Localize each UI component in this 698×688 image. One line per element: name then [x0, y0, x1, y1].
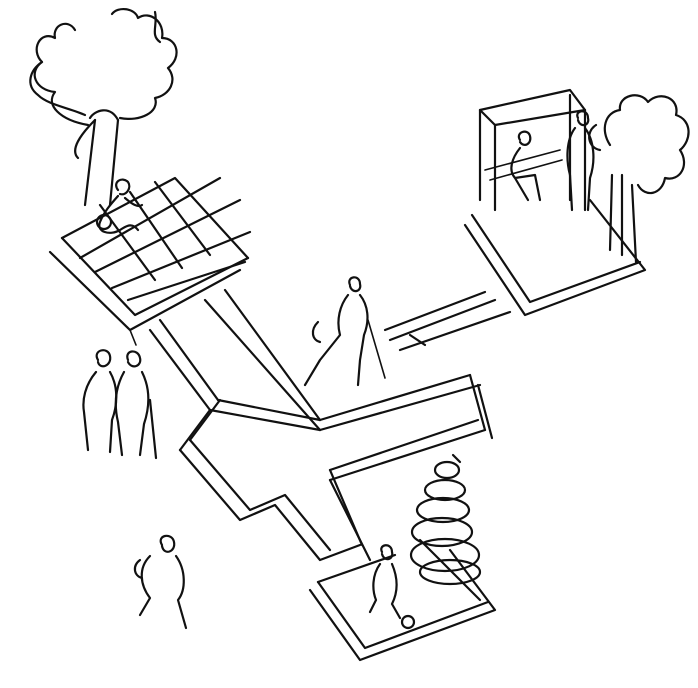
- tree-right: [589, 95, 688, 262]
- walking-person: [305, 277, 385, 385]
- standing-person: [567, 111, 593, 210]
- child-figure: [97, 180, 142, 233]
- grid-platform: [50, 178, 250, 345]
- tree-top-left: [30, 9, 176, 205]
- shelter-platform: [465, 90, 645, 315]
- elderly-couple: [83, 350, 156, 458]
- spiral-slide: [411, 455, 480, 600]
- seated-person: [511, 132, 540, 200]
- kid-with-ball: [370, 545, 414, 628]
- running-child: [135, 536, 186, 628]
